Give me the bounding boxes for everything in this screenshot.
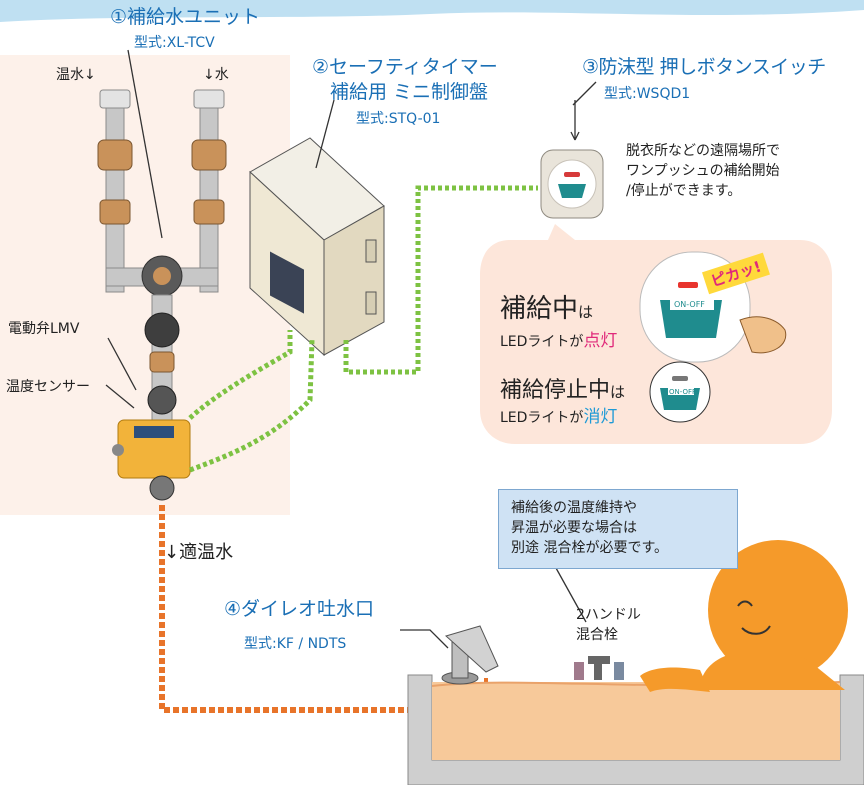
water-line: [159, 505, 465, 713]
sensor-label: 温度センサー: [6, 379, 90, 395]
mixer-label-line2: 混合栓: [576, 627, 618, 643]
led-off-text: LEDライトが消灯: [500, 407, 618, 427]
note-line: 補給後の温度維持や: [511, 500, 637, 516]
state-on-heading: 補給中は: [500, 294, 594, 324]
led-on-text: LEDライトが点灯: [500, 331, 618, 351]
unit2-title-line1: ②セーフティタイマー: [312, 56, 498, 78]
water-unit-pipes: [97, 89, 227, 426]
signal-wiring: [188, 185, 538, 473]
unit3-desc-line: ワンプッシュの補給開始: [626, 163, 780, 179]
leader-lines: [105, 49, 587, 649]
push-button-switch: [540, 149, 604, 219]
control-panel-box: [249, 137, 385, 357]
unit3-description: 脱衣所などの遠隔場所で ワンプッシュの補給開始 /停止ができます。: [626, 141, 846, 201]
bathtub: [407, 674, 864, 785]
note-line: 昇温が必要な場合は: [511, 520, 637, 536]
state-off-heading: 補給停止中は: [500, 378, 626, 403]
mixer-faucet: [574, 656, 624, 680]
top-wave: [0, 0, 864, 22]
valve-label: 電動弁LMV: [8, 321, 80, 337]
unit4-model: 型式:KF / NDTS: [244, 636, 347, 652]
unit1-title: ①補給水ユニット: [110, 6, 261, 28]
unit1-model: 型式:XL-TCV: [134, 35, 215, 51]
cold-water-label: ↓水: [203, 67, 229, 83]
outlet-label: ↓適温水: [164, 542, 234, 563]
temperature-sensor-body: [112, 419, 191, 501]
note-box: 補給後の温度維持や 昇温が必要な場合は 別途 混合栓が必要です。: [498, 489, 738, 569]
unit2-model: 型式:STQ-01: [356, 111, 441, 127]
mixer-label-line1: 2ハンドル: [576, 607, 641, 623]
spout: [441, 625, 499, 685]
unit3-model: 型式:WSQD1: [604, 86, 691, 102]
on-button-label: ON-OFF: [674, 300, 705, 309]
unit4-title: ④ダイレオ吐水口: [224, 598, 375, 620]
callout-button-off: [649, 361, 711, 423]
note-line: 別途 混合栓が必要です。: [511, 540, 669, 556]
unit3-desc-line: /停止ができます。: [626, 183, 742, 199]
person-in-bath: [640, 540, 848, 692]
hot-water-label: 温水↓: [56, 67, 96, 83]
unit2-title-line2: 補給用 ミニ制御盤: [330, 81, 489, 103]
unit3-title: ③防沫型 押しボタンスイッチ: [582, 56, 826, 78]
unit3-desc-line: 脱衣所などの遠隔場所で: [626, 143, 780, 159]
off-button-label: ON-OFF: [669, 388, 697, 396]
